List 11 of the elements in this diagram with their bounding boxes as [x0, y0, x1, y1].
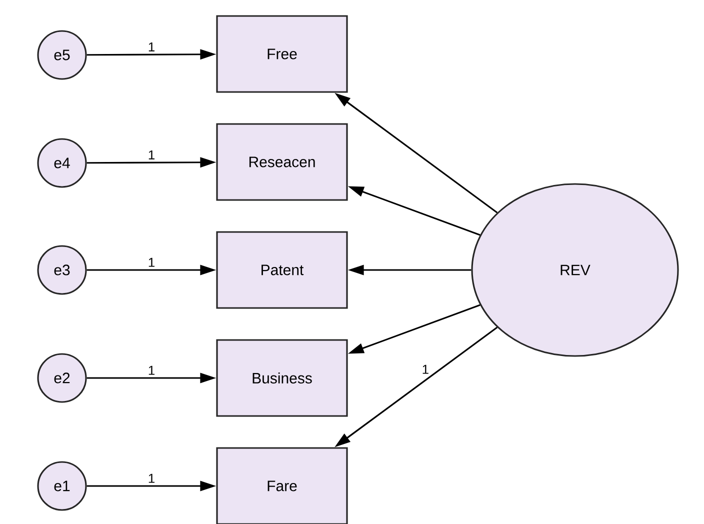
edge-label: 1: [422, 364, 428, 374]
edge-label: 1: [148, 258, 154, 267]
edge-label: 1: [148, 474, 154, 483]
observed-box: Patent: [216, 231, 348, 309]
observed-box: Business: [216, 339, 348, 417]
edge-label: 1: [148, 366, 154, 375]
edge-label: 1: [148, 150, 154, 160]
observed-box: Fare: [216, 447, 348, 524]
edge-label: 1: [148, 42, 154, 52]
observed-box: Reseacen: [216, 123, 348, 201]
observed-box: Free: [216, 15, 348, 93]
